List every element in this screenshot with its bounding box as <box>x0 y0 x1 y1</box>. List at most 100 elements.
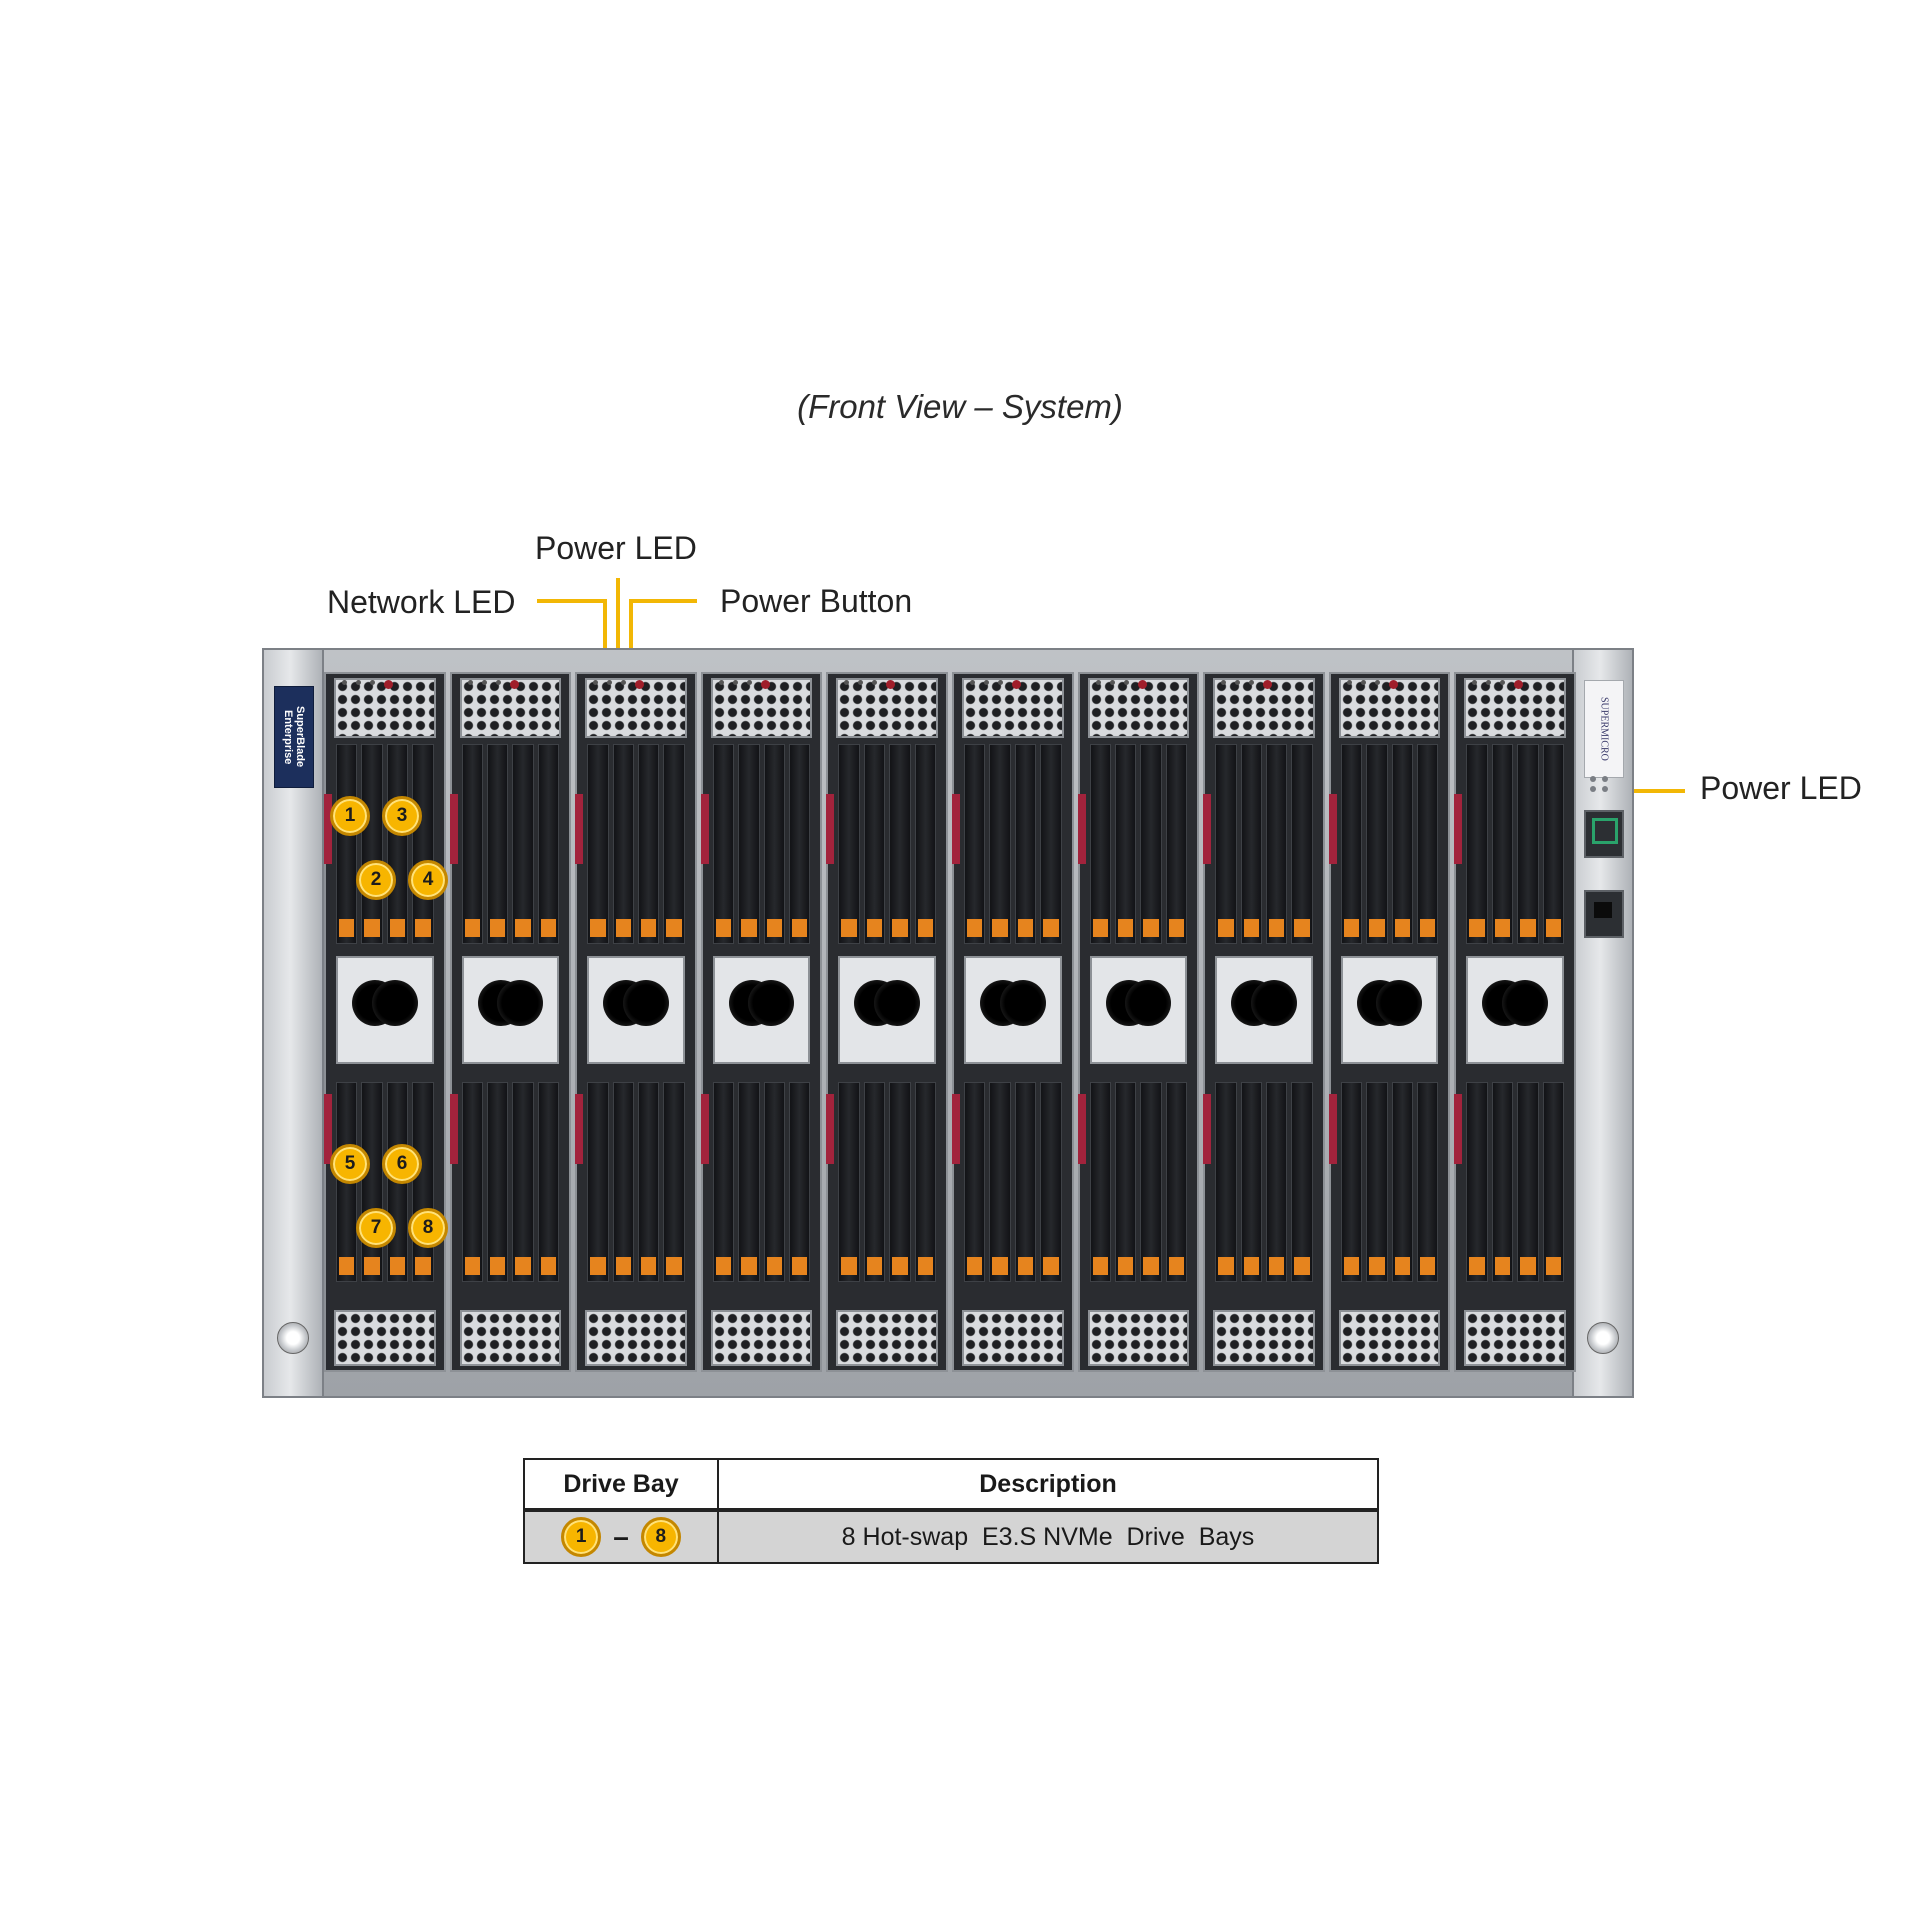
drive[interactable] <box>587 744 609 944</box>
drive[interactable] <box>712 1082 735 1282</box>
drive-bay-2[interactable] <box>361 744 383 944</box>
drive-bay-6[interactable] <box>361 1082 383 1282</box>
blade-node[interactable] <box>700 672 823 1372</box>
drive[interactable] <box>1291 744 1313 944</box>
drive[interactable] <box>914 1082 936 1282</box>
drive[interactable] <box>1366 1082 1388 1282</box>
drive[interactable] <box>1040 744 1062 944</box>
drive[interactable] <box>638 744 660 944</box>
drive[interactable] <box>989 744 1011 944</box>
drive[interactable] <box>763 1082 785 1282</box>
blade-node[interactable] <box>1077 672 1200 1372</box>
upper-latch[interactable] <box>700 794 709 864</box>
drive[interactable] <box>914 744 936 944</box>
blade-node[interactable] <box>1203 672 1325 1372</box>
lower-latch[interactable] <box>324 1094 332 1164</box>
drive[interactable] <box>838 744 860 944</box>
drive[interactable] <box>537 1082 560 1282</box>
left-thumbscrew-icon[interactable] <box>277 1322 309 1354</box>
lower-latch[interactable] <box>1203 1094 1212 1164</box>
upper-latch[interactable] <box>1203 794 1212 864</box>
blade-node[interactable] <box>575 672 697 1372</box>
upper-latch[interactable] <box>1077 794 1086 864</box>
drive[interactable] <box>461 1082 483 1282</box>
drive[interactable] <box>1114 744 1137 944</box>
drive[interactable] <box>1391 1082 1413 1282</box>
drive[interactable] <box>738 1082 760 1282</box>
drive[interactable] <box>487 1082 509 1282</box>
drive[interactable] <box>638 1082 660 1282</box>
drive[interactable] <box>1089 744 1111 944</box>
drive[interactable] <box>1240 1082 1262 1282</box>
drive[interactable] <box>863 1082 886 1282</box>
upper-latch[interactable] <box>1328 794 1337 864</box>
lower-latch[interactable] <box>700 1094 709 1164</box>
drive[interactable] <box>1265 1082 1288 1282</box>
drive[interactable] <box>1340 744 1363 944</box>
blade-node[interactable] <box>1454 672 1576 1372</box>
lower-latch[interactable] <box>575 1094 584 1164</box>
drive[interactable] <box>1040 1082 1062 1282</box>
drive[interactable] <box>1114 1082 1137 1282</box>
drive[interactable] <box>712 744 735 944</box>
drive[interactable] <box>889 744 911 944</box>
drive[interactable] <box>1089 1082 1111 1282</box>
drive[interactable] <box>963 1082 986 1282</box>
blade-node[interactable] <box>1328 672 1451 1372</box>
drive[interactable] <box>763 744 785 944</box>
drive-bay-1[interactable] <box>336 744 358 944</box>
drive[interactable] <box>838 1082 860 1282</box>
drive[interactable] <box>1391 744 1413 944</box>
drive[interactable] <box>1466 744 1488 944</box>
drive-bay-8[interactable] <box>412 1082 434 1282</box>
drive[interactable] <box>612 744 634 944</box>
upper-latch[interactable] <box>324 794 332 864</box>
drive[interactable] <box>663 744 685 944</box>
upper-latch[interactable] <box>951 794 960 864</box>
drive[interactable] <box>1165 1082 1188 1282</box>
drive[interactable] <box>1215 1082 1237 1282</box>
drive[interactable] <box>1491 744 1514 944</box>
drive[interactable] <box>663 1082 685 1282</box>
drive[interactable] <box>587 1082 609 1282</box>
drive[interactable] <box>1240 744 1262 944</box>
drive[interactable] <box>738 744 760 944</box>
drive[interactable] <box>1416 744 1439 944</box>
drive[interactable] <box>789 1082 811 1282</box>
drive[interactable] <box>1340 1082 1363 1282</box>
upper-latch[interactable] <box>826 794 835 864</box>
blade-node[interactable] <box>826 672 948 1372</box>
blade-node[interactable] <box>324 672 446 1372</box>
lower-latch[interactable] <box>1454 1094 1463 1164</box>
drive[interactable] <box>461 744 483 944</box>
lower-latch[interactable] <box>826 1094 835 1164</box>
lower-latch[interactable] <box>1077 1094 1086 1164</box>
drive[interactable] <box>1165 744 1188 944</box>
drive[interactable] <box>537 744 560 944</box>
drive[interactable] <box>1014 744 1037 944</box>
upper-latch[interactable] <box>1454 794 1463 864</box>
network-rj45-port[interactable] <box>1584 890 1624 938</box>
drive[interactable] <box>1366 744 1388 944</box>
drive[interactable] <box>1416 1082 1439 1282</box>
drive[interactable] <box>487 744 509 944</box>
drive-bay-4[interactable] <box>412 744 434 944</box>
right-thumbscrew-icon[interactable] <box>1587 1322 1619 1354</box>
drive[interactable] <box>1140 1082 1162 1282</box>
drive[interactable] <box>1140 744 1162 944</box>
blade-node[interactable] <box>951 672 1074 1372</box>
drive[interactable] <box>612 1082 634 1282</box>
drive[interactable] <box>1517 1082 1539 1282</box>
drive-bay-3[interactable] <box>386 744 409 944</box>
drive[interactable] <box>1491 1082 1514 1282</box>
blade-node[interactable] <box>449 672 572 1372</box>
upper-latch[interactable] <box>575 794 584 864</box>
drive[interactable] <box>889 1082 911 1282</box>
lower-latch[interactable] <box>1328 1094 1337 1164</box>
lower-latch[interactable] <box>951 1094 960 1164</box>
drive[interactable] <box>1542 1082 1564 1282</box>
drive[interactable] <box>512 1082 534 1282</box>
management-rj45-port[interactable] <box>1584 810 1624 858</box>
drive[interactable] <box>989 1082 1011 1282</box>
drive[interactable] <box>512 744 534 944</box>
